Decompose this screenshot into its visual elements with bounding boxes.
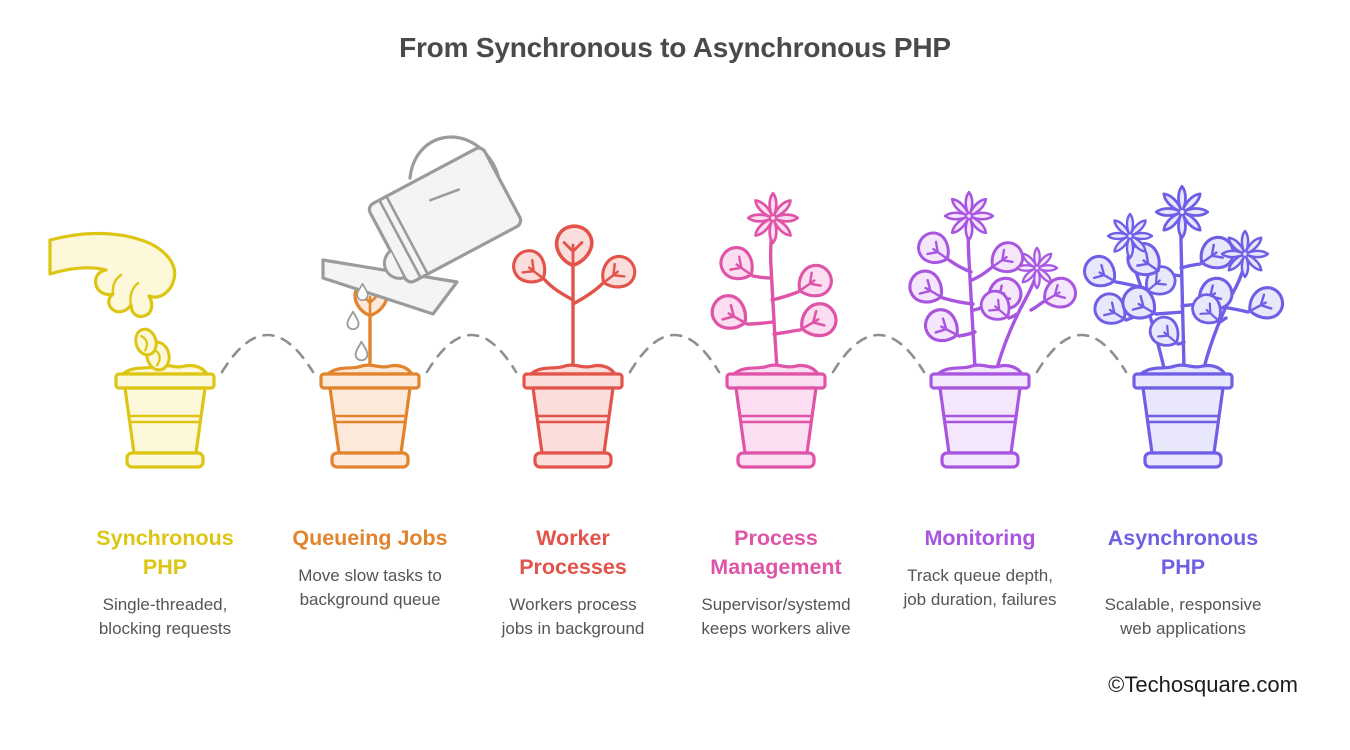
full-bloom-plant-pot-icon (1077, 184, 1290, 469)
stage-description: Supervisor/systemd keeps workers alive (701, 595, 851, 638)
stage-title: Monitoring (924, 526, 1036, 550)
stage-synchronous-php: Synchronous PHP Single-threaded, blockin… (55, 524, 275, 641)
stage-queueing-jobs: Queueing Jobs Move slow tasks to backgro… (260, 524, 480, 612)
stage-process-management: Process Management Supervisor/systemd ke… (666, 524, 886, 641)
water-drop-icon (346, 310, 360, 331)
small-plant-pot-icon (506, 224, 643, 469)
stage-title: Asynchronous PHP (1107, 526, 1259, 580)
pot-with-sprout-icon (319, 278, 421, 469)
watering-can-icon (321, 135, 523, 362)
arc-1-2 (220, 333, 315, 374)
stage-description: Scalable, responsive web applications (1104, 595, 1262, 638)
stage-worker-processes: Worker Processes Workers process jobs in… (463, 524, 683, 641)
arc-4-5 (831, 333, 926, 374)
stage-asynchronous-php: Asynchronous PHP Scalable, responsive we… (1073, 524, 1293, 641)
stage-description: Track queue depth, job duration, failure… (903, 566, 1057, 609)
arc-5-6 (1035, 333, 1128, 374)
stage-description: Move slow tasks to background queue (298, 566, 442, 609)
two-stem-plant-pot-icon (902, 190, 1083, 469)
stage-description: Workers process jobs in background (501, 595, 645, 638)
page-title: From Synchronous to Asynchronous PHP (399, 32, 951, 63)
stage-description: Single-threaded, blocking requests (98, 595, 232, 638)
arc-2-3 (425, 333, 518, 374)
hand-planting-seed-icon (48, 231, 177, 357)
stage-title: Queueing Jobs (292, 526, 448, 550)
flowering-plant-pot-icon (704, 191, 844, 469)
stage-title: Worker Processes (519, 526, 627, 580)
falling-seed-icon (134, 327, 158, 357)
arc-3-4 (628, 333, 721, 374)
watermark: ©Techosquare.com (1108, 672, 1298, 697)
stage-title: Process Management (710, 526, 842, 580)
water-drop-icon (354, 340, 369, 362)
stage-monitoring: Monitoring Track queue depth, job durati… (870, 524, 1090, 612)
can-body (367, 146, 523, 284)
stage-title: Synchronous PHP (96, 526, 234, 580)
